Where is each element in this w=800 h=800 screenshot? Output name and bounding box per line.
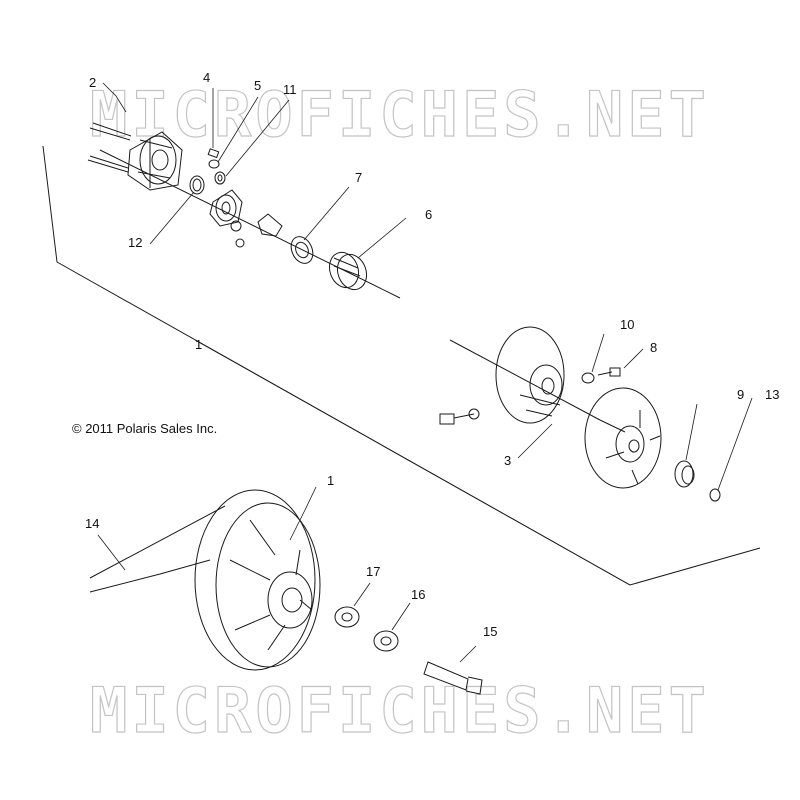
callout-4: 4 <box>203 70 211 85</box>
screw-part-8 <box>598 368 620 376</box>
copyright-notice: © 2011 Polaris Sales Inc. <box>72 421 218 436</box>
callout-3: 3 <box>504 453 512 468</box>
small-hardware-parts <box>208 149 225 184</box>
callout-7: 7 <box>355 170 363 185</box>
callout-5: 5 <box>254 78 262 93</box>
callout-13: 13 <box>765 387 780 402</box>
callout-11: 11 <box>283 82 297 97</box>
clutch-assembly-1 <box>195 490 320 670</box>
callout-15: 15 <box>483 624 498 639</box>
clip-part <box>258 214 282 236</box>
bracket-line-upper <box>43 146 760 585</box>
sheave-part-3 <box>496 327 564 423</box>
ring-part-12 <box>190 176 204 194</box>
bolt-part <box>440 409 479 424</box>
callout-17: 17 <box>366 564 381 579</box>
callout-8: 8 <box>650 340 658 355</box>
washer-part-10 <box>582 373 594 383</box>
bushing-part-7 <box>287 233 317 267</box>
washer-part-17 <box>335 607 359 627</box>
moveable-sheave-part <box>585 388 661 488</box>
callout-12: 12 <box>128 235 143 250</box>
spring-part-6 <box>325 248 372 293</box>
spider-hub-part <box>88 123 182 190</box>
watermark-top: MICROFICHES.NET <box>89 77 710 151</box>
callout-1-lower: 1 <box>327 473 335 488</box>
callout-10: 10 <box>620 317 635 332</box>
snap-ring-part-13 <box>710 489 720 501</box>
right-axis-line <box>450 340 600 420</box>
bearing-part-9 <box>675 461 694 487</box>
leader-lines <box>98 83 752 662</box>
washer-part-16 <box>374 631 398 651</box>
callout-14: 14 <box>85 516 100 531</box>
belt-part-14 <box>90 506 225 592</box>
bolt-part-15 <box>424 662 482 694</box>
callout-2: 2 <box>89 75 97 90</box>
watermark-bottom: MICROFICHES.NET <box>89 673 710 747</box>
callout-9: 9 <box>737 387 745 402</box>
callout-1-upper: 1 <box>195 337 203 352</box>
callout-6: 6 <box>425 207 433 222</box>
callout-16: 16 <box>411 587 426 602</box>
roller-block-part <box>210 190 244 247</box>
